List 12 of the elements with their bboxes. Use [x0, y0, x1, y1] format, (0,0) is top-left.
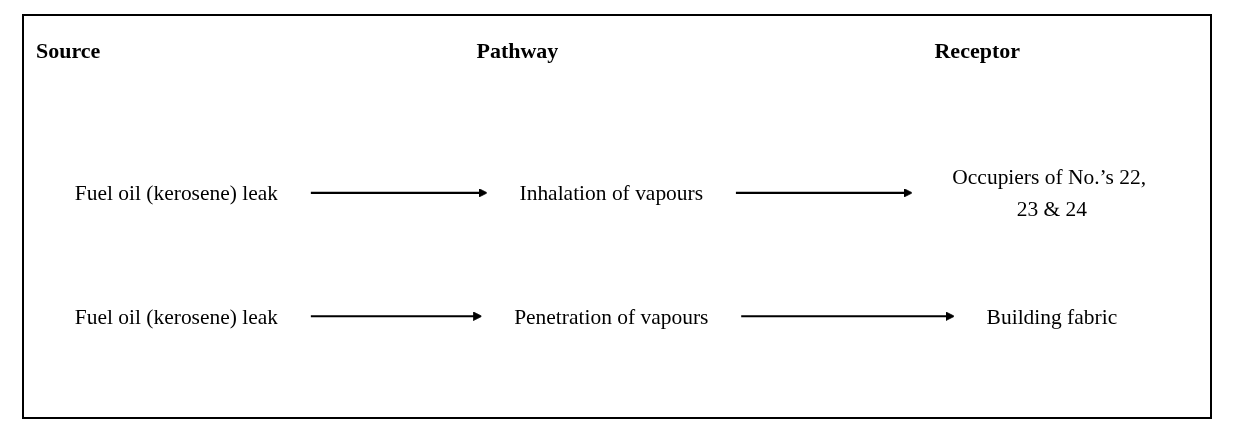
node-text: Building fabric — [986, 304, 1118, 329]
node-text: Occupiers of No.’s 22, 23 & 24 — [952, 164, 1147, 221]
node-text: Penetration of vapours — [514, 304, 709, 329]
node-text: Inhalation of vapours — [519, 181, 704, 205]
column-heading: Source — [36, 38, 101, 64]
arrow — [740, 311, 955, 321]
column-heading: Receptor — [934, 38, 1020, 64]
node-text: Fuel oil (kerosene) leak — [74, 304, 279, 329]
node-text: Fuel oil (kerosene) leak — [74, 181, 279, 205]
arrow — [310, 188, 488, 198]
column-heading: Pathway — [476, 38, 559, 64]
arrow — [735, 188, 913, 198]
